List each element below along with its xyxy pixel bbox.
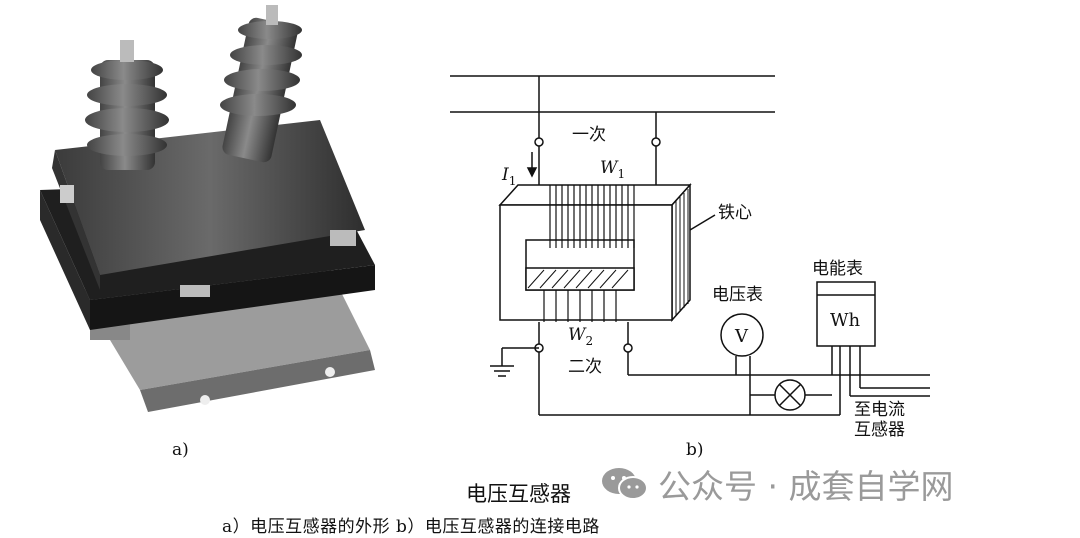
w1-label: W1 (600, 158, 625, 181)
watermark: 公众号 · 成套自学网 (600, 462, 953, 506)
to-ct-label-1: 至电流 (854, 400, 905, 420)
voltmeter (720, 313, 764, 357)
voltage-transformer-photo (40, 5, 375, 412)
core-label: 铁心 (718, 203, 752, 223)
figure-title: 电压互感器 (466, 482, 571, 506)
figure-label-a: a) (172, 440, 189, 460)
w2-label: W2 (568, 325, 593, 348)
secondary-label: 二次 (568, 357, 602, 377)
energy-meter-label: 电能表 (812, 259, 863, 279)
current-label: I1 (501, 165, 516, 188)
to-ct-label-2: 互感器 (854, 420, 905, 440)
current-arrow-icon (526, 167, 538, 178)
ground-icon (490, 347, 539, 377)
figure-caption: a）电压互感器的外形 b）电压互感器的连接电路 (222, 517, 600, 537)
wechat-icon (602, 468, 648, 500)
energy-meter-symbol: Wh (830, 310, 861, 331)
primary-terminal-left (534, 137, 544, 147)
voltmeter-symbol: V (734, 326, 749, 347)
connection-circuit-diagram: 一次 I1 W1 铁心 W2 二次 电压表 V 电能表 Wh 至电流 互感器 (450, 75, 930, 440)
secondary-terminal-right (623, 343, 633, 353)
watermark-text: 公众号 · 成套自学网 (658, 467, 954, 506)
primary-label: 一次 (572, 125, 606, 145)
energy-meter (816, 281, 876, 347)
iron-core (498, 184, 692, 206)
voltmeter-label: 电压表 (712, 285, 763, 305)
figure-label-b: b) (686, 440, 704, 460)
primary-terminal-right (651, 137, 661, 147)
